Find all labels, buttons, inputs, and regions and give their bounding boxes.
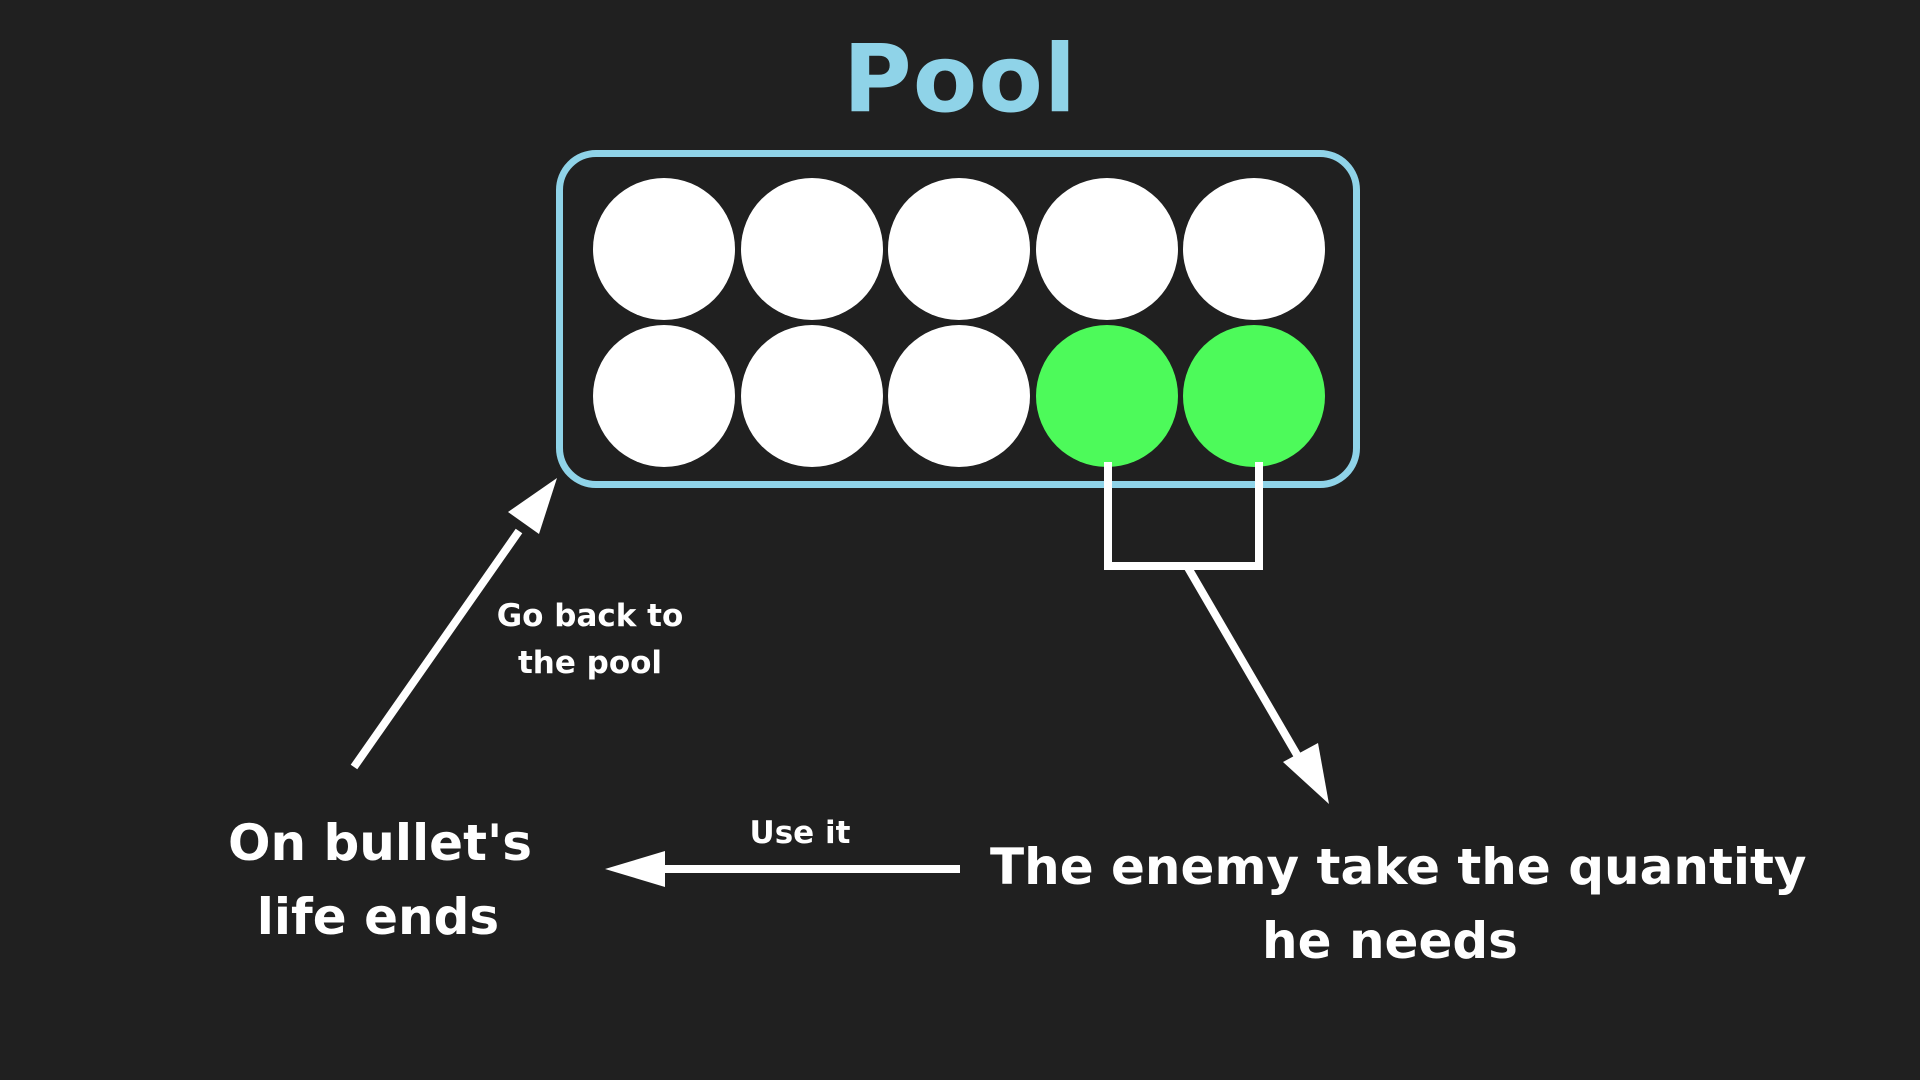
take-arrow-line — [1183, 563, 1304, 763]
use-arrow-head — [605, 851, 665, 887]
enemy-take-line-1: The enemy take the quantity — [990, 838, 1807, 896]
available-bullet — [593, 325, 735, 467]
take-arrow-head — [1283, 743, 1329, 804]
available-bullet — [740, 325, 883, 467]
available-bullet — [1183, 178, 1325, 320]
available-bullet — [1035, 178, 1178, 320]
use-it-label: Use it — [749, 815, 851, 851]
taken-bracket — [1104, 462, 1263, 570]
taken-bullet — [1183, 325, 1325, 467]
enemy-take-line-2: he needs — [1262, 912, 1518, 970]
available-bullet — [888, 325, 1030, 467]
bullet-ends-line-1: On bullet's — [228, 814, 533, 872]
pool-title: Pool — [842, 25, 1078, 134]
return-arrow-head — [508, 478, 557, 534]
go-back-label: Go back to the pool — [470, 593, 710, 687]
available-bullet — [740, 178, 883, 320]
go-back-line-1: Go back to — [496, 598, 684, 634]
bullet-ends-line-2: life ends — [256, 888, 500, 946]
go-back-line-2: the pool — [517, 645, 663, 681]
taken-bullet — [1035, 325, 1178, 467]
pool-container — [556, 150, 1360, 488]
available-bullet — [888, 178, 1030, 320]
enemy-take-label: The enemy take the quantity he needs — [990, 830, 1807, 978]
available-bullet — [593, 178, 735, 320]
bullet-ends-label: On bullet's life ends — [228, 806, 533, 954]
return-arrow-line — [350, 528, 523, 770]
